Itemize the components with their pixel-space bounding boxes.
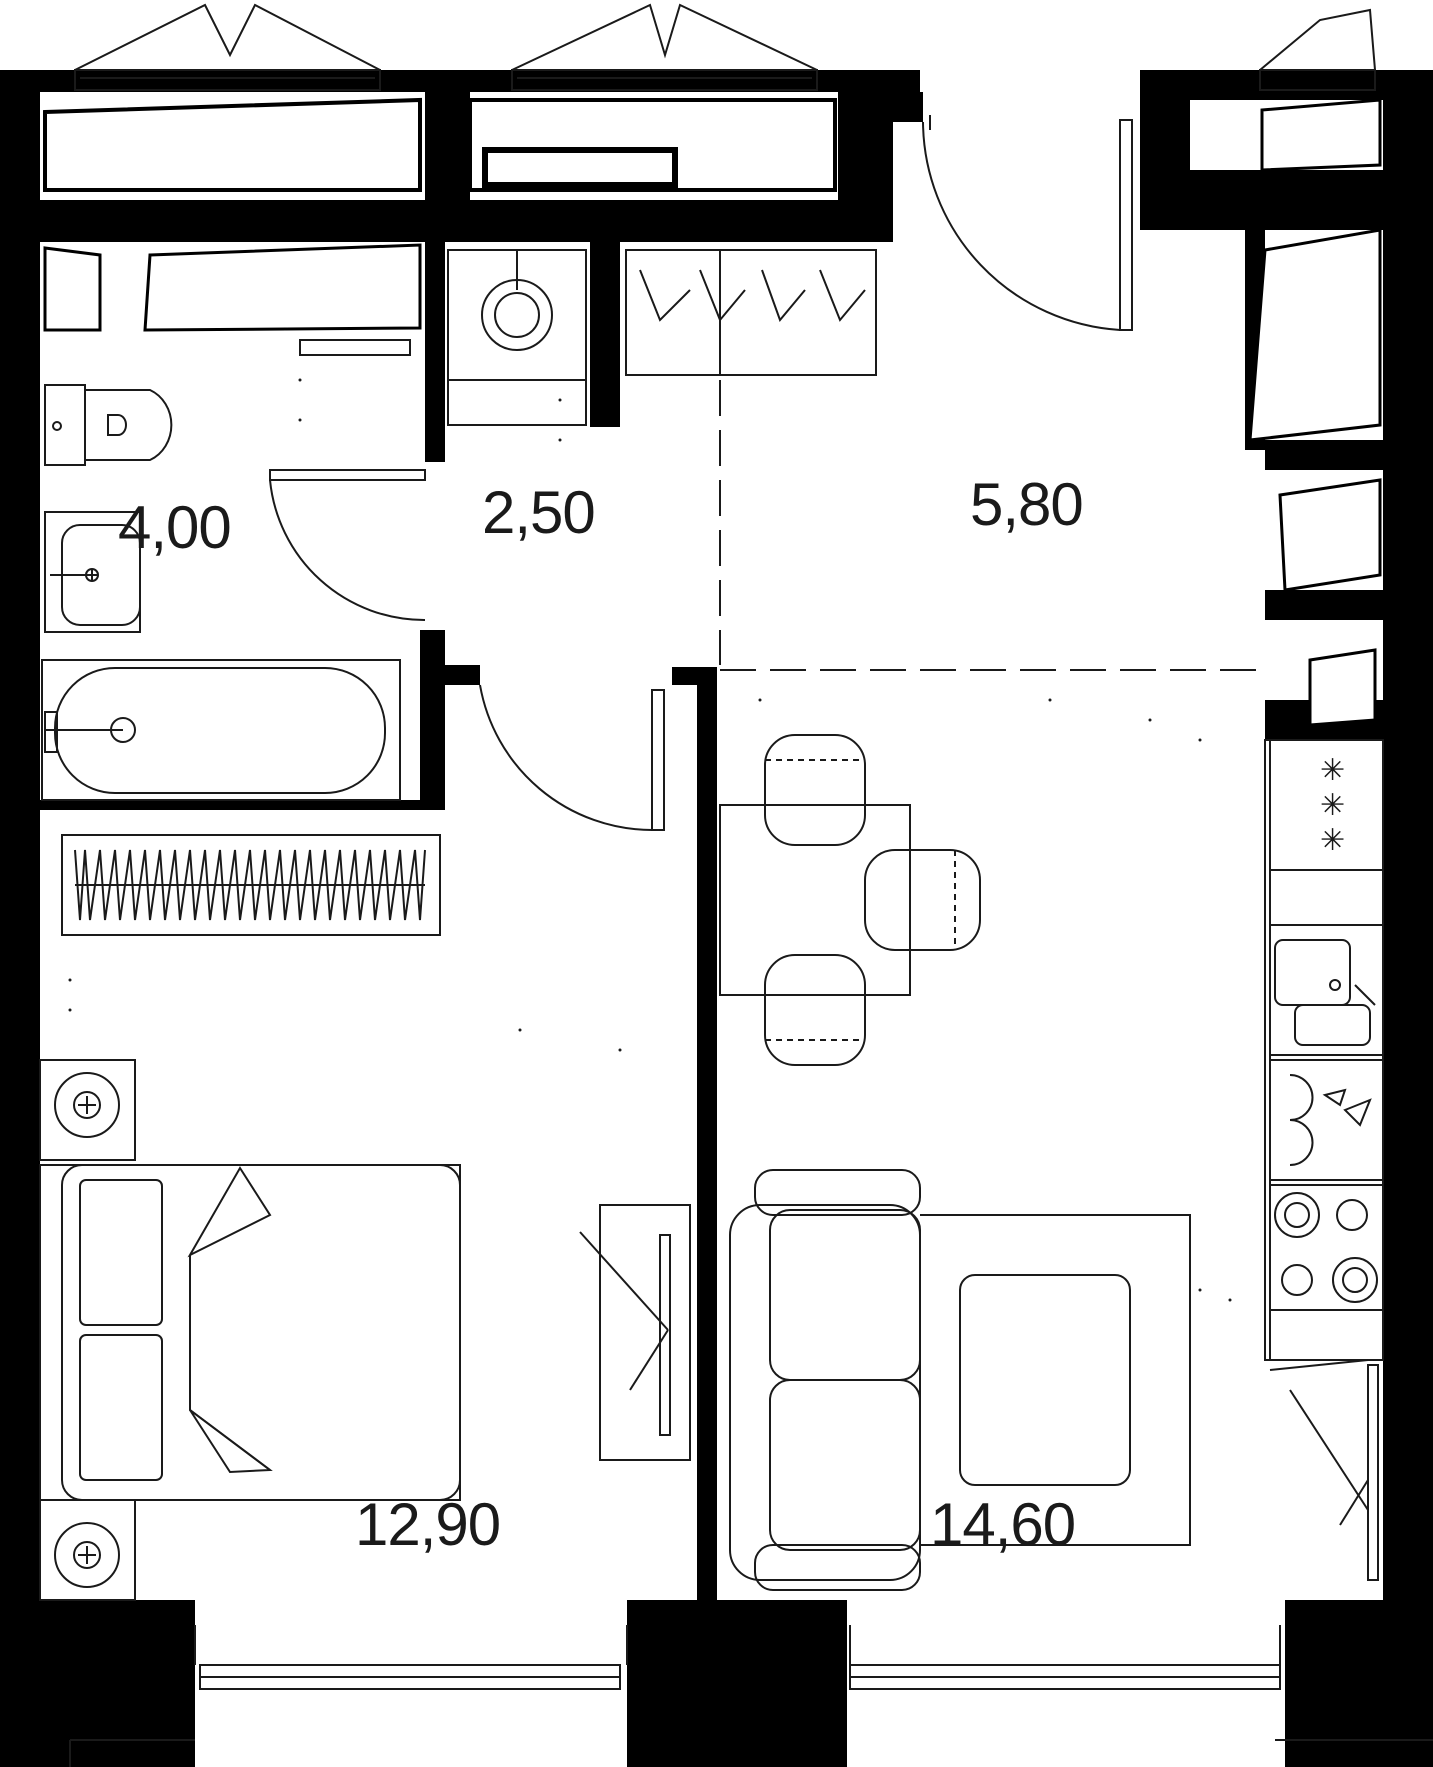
room-labels: 4,00 2,50 5,80 12,90 14,60: [118, 471, 1084, 1558]
zone-divider: [719, 380, 1265, 671]
area-label-living-kitchen: 14,60: [930, 1491, 1075, 1558]
dishwasher-icon: [1269, 1059, 1384, 1181]
area-label-hallway: 2,50: [482, 479, 595, 546]
wardrobe-icon: [61, 834, 441, 936]
chair-icon: [764, 954, 866, 1066]
tv-stand-icon: [579, 1204, 691, 1461]
door-icon: [479, 684, 665, 831]
door-icon: [922, 115, 1133, 331]
sink-icon: [44, 511, 141, 633]
table-icon: [719, 804, 911, 996]
bed-icon: [39, 1164, 461, 1501]
chair-icon: [764, 734, 866, 846]
svg-text:✳: ✳: [1320, 789, 1345, 822]
walls: [0, 70, 1433, 1767]
area-label-entrance: 5,80: [970, 471, 1083, 538]
toilet-icon: [44, 384, 173, 466]
washing-machine-icon: [447, 249, 587, 426]
floor-pattern: [68, 378, 1232, 1302]
area-label-bathroom: 4,00: [118, 494, 231, 561]
armchair-icon: [959, 1274, 1131, 1486]
kitchen-sink-icon: [1269, 924, 1384, 1056]
wardrobe-icon: [625, 249, 877, 376]
area-label-bedroom: 12,90: [355, 1491, 500, 1558]
svg-text:✳: ✳: [1320, 754, 1345, 787]
sofa-icon: [729, 1169, 921, 1591]
nightstand-icon: [39, 1059, 136, 1161]
window-reveal: [43, 97, 1382, 727]
door-icon: [1269, 1359, 1379, 1581]
rug-icon: [920, 1214, 1191, 1546]
window-icon: [69, 3, 1433, 1767]
bathtub-icon: [41, 659, 401, 801]
stove-icon: [1269, 1184, 1384, 1311]
door-icon: [269, 339, 426, 622]
svg-text:✳: ✳: [1320, 824, 1345, 857]
nightstand-icon: [39, 1499, 136, 1601]
chair-icon: [864, 849, 981, 951]
hood-icon: ✳ ✳ ✳: [1269, 739, 1384, 871]
